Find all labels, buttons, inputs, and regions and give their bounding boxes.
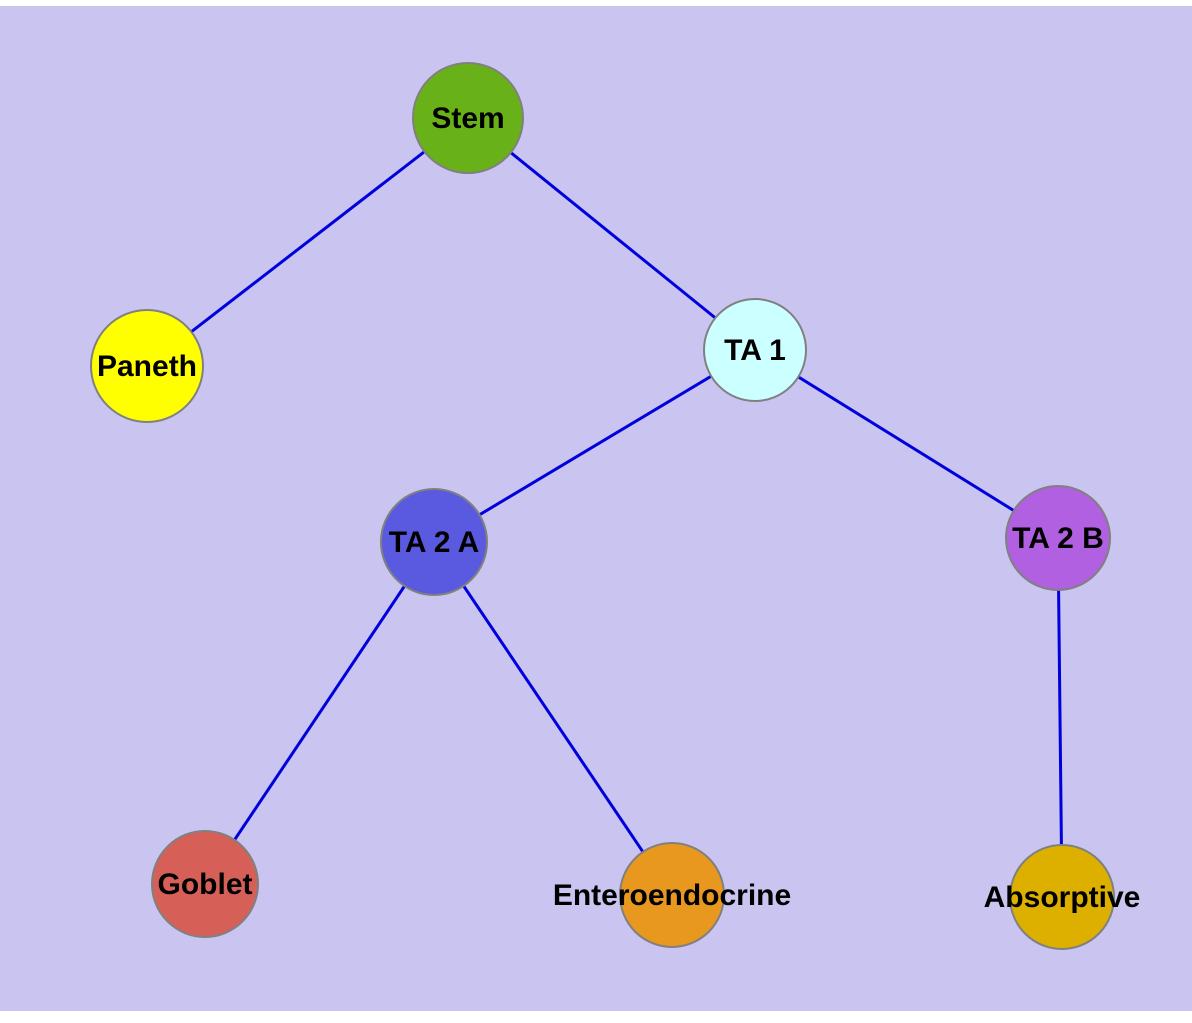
node-circle-absorptive bbox=[1009, 844, 1115, 950]
node-label-ta2b: TA 2 B bbox=[1012, 522, 1104, 555]
edge-ta1-ta2b bbox=[754, 348, 1059, 540]
node-circle-paneth bbox=[90, 309, 204, 423]
node-circle-ta1 bbox=[703, 298, 807, 402]
node-label-ta2a: TA 2 A bbox=[389, 526, 480, 559]
edge-ta2a-enteroendocrine bbox=[432, 541, 674, 896]
edge-ta2b-absorptive bbox=[1056, 537, 1064, 898]
node-label-enteroendocrine: Enteroendocrine bbox=[553, 879, 791, 912]
edge-ta2a-goblet bbox=[203, 541, 436, 885]
node-circle-enteroendocrine bbox=[619, 842, 725, 948]
node-label-ta1: TA 1 bbox=[724, 334, 786, 367]
node-label-goblet: Goblet bbox=[158, 868, 253, 901]
node-label-paneth: Paneth bbox=[97, 350, 197, 383]
node-label-absorptive: Absorptive bbox=[984, 881, 1141, 914]
edge-stem-paneth bbox=[146, 116, 469, 368]
node-circle-ta2b bbox=[1005, 485, 1111, 591]
node-circle-ta2a bbox=[380, 488, 488, 596]
node-label-stem: Stem bbox=[431, 102, 504, 135]
node-circle-stem bbox=[412, 62, 524, 174]
edge-stem-ta1 bbox=[467, 116, 756, 352]
node-circle-goblet bbox=[151, 830, 259, 938]
edge-ta1-ta2a bbox=[433, 348, 756, 544]
